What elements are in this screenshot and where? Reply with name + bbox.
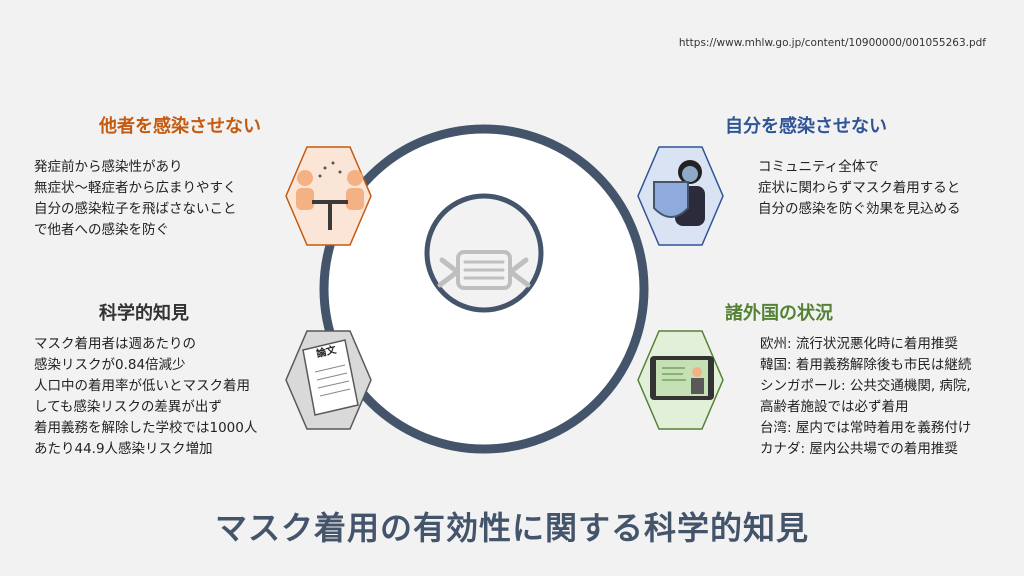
text-line: カナダ: 屋内公共場での着用推奨 — [760, 441, 958, 457]
scientific-title: 科学的知見 — [99, 303, 189, 324]
hexagon-overseas — [637, 330, 724, 430]
protect-others-title: 他者を感染させない — [99, 116, 261, 137]
mask-icon — [437, 250, 531, 290]
text-line: あたり44.9人感染リスク増加 — [34, 441, 213, 457]
text-line: シンガポール: 公共交通機関, 病院, — [760, 378, 971, 394]
overseas-title: 諸外国の状況 — [725, 303, 833, 324]
text-line: マスク着用者は週あたりの — [34, 336, 196, 352]
source-url[interactable]: https://www.mhlw.go.jp/content/10900000/… — [678, 37, 986, 49]
hexagon-protect-others — [285, 146, 372, 246]
text-line: 自分の感染を防ぐ効果を見込める — [758, 201, 961, 217]
text-line: コミュニティ全体で — [758, 159, 879, 175]
text-line: 発症前から感染性があり — [34, 159, 183, 175]
text-line: しても感染リスクの差異が出ず — [34, 399, 222, 415]
text-line: 韓国: 着用義務解除後も市民は継続 — [760, 357, 972, 373]
text-line: 人口中の着用率が低いとマスク着用 — [34, 378, 250, 394]
protect-self-text: コミュニティ全体で 症状に関わらずマスク着用すると 自分の感染を防ぐ効果を見込め… — [758, 157, 961, 220]
text-line: 自分の感染粒子を飛ばさないこと — [34, 201, 237, 217]
hexagon-scientific — [285, 330, 372, 430]
text-line: 感染リスクが0.84倍減少 — [34, 357, 186, 373]
protect-self-title: 自分を感染させない — [725, 116, 887, 137]
text-line: 高齢者施設では必ず着用 — [760, 399, 909, 415]
scientific-text: マスク着用者は週あたりの 感染リスクが0.84倍減少 人口中の着用率が低いとマス… — [34, 334, 257, 460]
text-line: で他者への感染を防ぐ — [34, 222, 169, 238]
main-title: マスク着用の有効性に関する科学的知見 — [214, 509, 809, 547]
text-line: 欧州: 流行状況悪化時に着用推奨 — [760, 336, 958, 352]
text-line: 症状に関わらずマスク着用すると — [758, 180, 961, 196]
text-line: 無症状～軽症者から広まりやすく — [34, 180, 237, 196]
text-line: 着用義務を解除した学校では1000人 — [34, 420, 258, 436]
text-line: 台湾: 屋内では常時着用を義務付け — [760, 420, 972, 436]
overseas-text: 欧州: 流行状況悪化時に着用推奨 韓国: 着用義務解除後も市民は継続 シンガポー… — [760, 334, 971, 460]
hexagon-protect-self — [637, 146, 724, 246]
protect-others-text: 発症前から感染性があり 無症状～軽症者から広まりやすく 自分の感染粒子を飛ばさな… — [34, 157, 237, 241]
